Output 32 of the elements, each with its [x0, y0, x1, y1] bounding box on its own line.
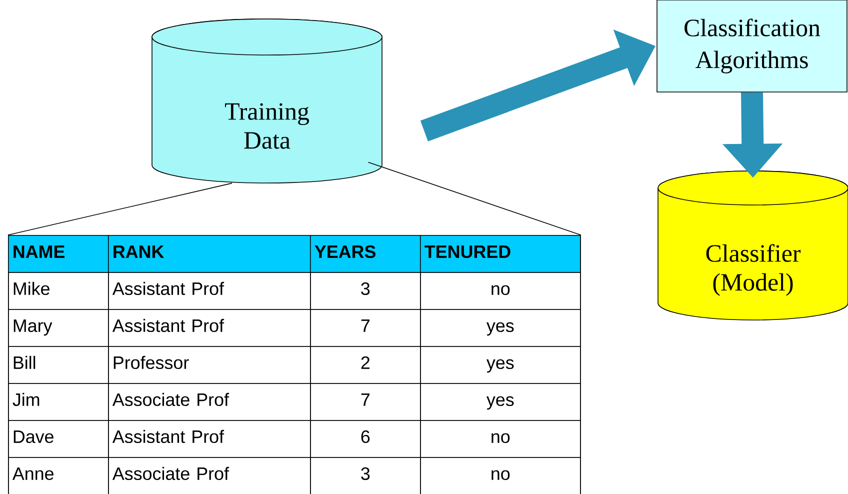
table-cell: Mary	[8, 309, 109, 347]
table-cell: Associate Prof	[108, 457, 311, 494]
database-cylinder: Training Data	[152, 18, 382, 184]
table-header-cell: YEARS	[310, 235, 421, 273]
table-cell: 3	[310, 272, 421, 310]
table-cell: Jim	[8, 383, 109, 421]
table-cell: no	[420, 457, 581, 494]
table-cell: Assistant Prof	[108, 272, 311, 310]
table-cell: Professor	[108, 346, 311, 384]
table-header-cell: TENURED	[420, 235, 581, 273]
table-cell: Associate Prof	[108, 383, 311, 421]
table-cell: yes	[420, 309, 581, 347]
connector-line	[368, 162, 582, 236]
table-header-cell: NAME	[8, 235, 109, 273]
process-box: Classification Algorithms	[656, 0, 848, 92]
connector-line	[8, 182, 232, 236]
database-cylinder: Classifier (Model)	[658, 170, 848, 320]
table-cell: Bill	[8, 346, 109, 384]
table-cell: no	[420, 420, 581, 458]
table-cell: 7	[310, 309, 421, 347]
table-cell: yes	[420, 383, 581, 421]
table-cell: Dave	[8, 420, 109, 458]
table-cell: 7	[310, 383, 421, 421]
table-cell: no	[420, 272, 581, 310]
table-cell: 2	[310, 346, 421, 384]
table-cell: yes	[420, 346, 581, 384]
table-cell: Assistant Prof	[108, 420, 311, 458]
table-cell: Anne	[8, 457, 109, 494]
table-cell: Mike	[8, 272, 109, 310]
table-cell: 6	[310, 420, 421, 458]
table-cell: 3	[310, 457, 421, 494]
table-cell: Assistant Prof	[108, 309, 311, 347]
